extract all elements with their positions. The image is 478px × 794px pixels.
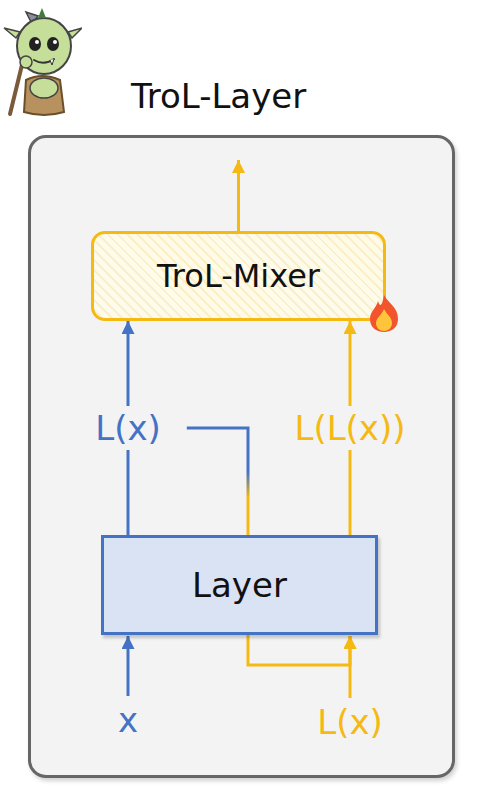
input-wire <box>127 636 130 696</box>
box-label: Layer <box>192 565 287 605</box>
input-wire <box>349 636 352 698</box>
mixer-box: TroL-Mixer <box>91 231 386 321</box>
signal-label: x <box>118 700 138 740</box>
signal-label: L(x) <box>89 406 167 450</box>
layer-box: Layer <box>101 535 378 635</box>
fire-icon <box>366 293 402 333</box>
signal-label: L(x) <box>317 702 383 742</box>
panel-heading: TroL-Layer <box>131 76 306 116</box>
signal-label: L(L(x)) <box>288 406 411 450</box>
box-label: TroL-Mixer <box>157 257 320 295</box>
troll-mascot <box>2 2 82 120</box>
output-wire <box>237 160 240 231</box>
layer-panel: TroL-LayerTroL-MixerLayer <box>28 135 455 778</box>
